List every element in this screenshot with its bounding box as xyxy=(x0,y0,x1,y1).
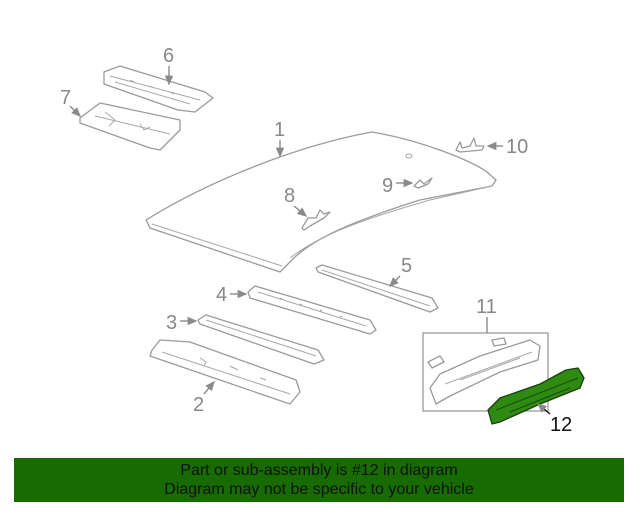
callout-5-arrow xyxy=(389,275,401,287)
callout-4: 4 xyxy=(216,284,227,306)
info-banner: Part or sub-assembly is #12 in diagram D… xyxy=(14,458,624,502)
part-5-roof-bow[interactable] xyxy=(315,264,439,313)
part-3-roof-bow[interactable] xyxy=(197,314,325,365)
callout-7: 7 xyxy=(60,87,71,109)
parts-diagram: 6 7 1 8 9 10 5 4 xyxy=(60,45,585,436)
part-4-roof-bow[interactable] xyxy=(247,285,377,335)
callout-11: 11 xyxy=(476,296,497,318)
part-1-roof-panel[interactable] xyxy=(145,131,497,273)
part-12-roof-side-rail-highlighted[interactable] xyxy=(487,367,585,425)
part-9-roof-bracket[interactable] xyxy=(413,177,433,189)
callout-12: 12 xyxy=(550,414,572,436)
callout-6: 6 xyxy=(163,45,174,67)
part-7-rear-roof-panel[interactable] xyxy=(79,102,181,151)
callout-8: 8 xyxy=(284,185,295,207)
callout-3: 3 xyxy=(166,312,177,334)
part-2-front-header[interactable] xyxy=(149,339,301,405)
callout-1: 1 xyxy=(274,119,285,141)
callout-9: 9 xyxy=(382,175,393,197)
part-6-rear-roof-rail[interactable] xyxy=(103,65,214,113)
callout-7-arrow xyxy=(69,105,81,117)
callout-5: 5 xyxy=(401,255,412,277)
callout-10: 10 xyxy=(506,136,528,158)
part-8-roof-bracket[interactable] xyxy=(301,209,331,231)
callout-2: 2 xyxy=(193,394,204,416)
banner-line-1: Part or sub-assembly is #12 in diagram xyxy=(180,462,458,479)
part-10-roof-bracket[interactable] xyxy=(455,137,485,153)
callout-8-arrow xyxy=(293,205,308,217)
callout-12-arrow xyxy=(536,403,551,415)
banner-line-2: Diagram may not be specific to your vehi… xyxy=(164,481,474,498)
callout-2-arrow xyxy=(203,380,215,395)
